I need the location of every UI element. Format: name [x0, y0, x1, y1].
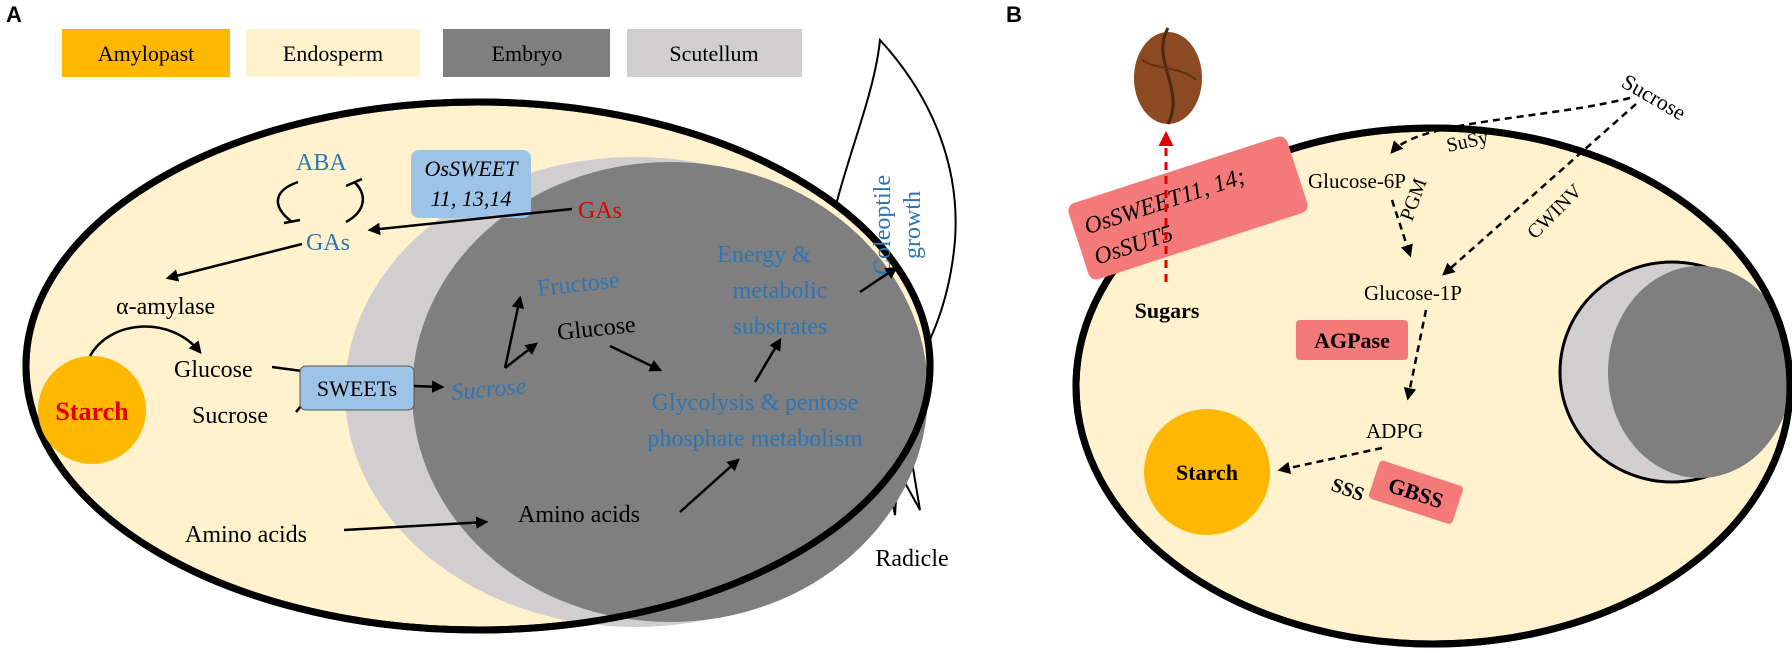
energy-label-line3: substrates — [733, 314, 828, 340]
embryo — [412, 162, 928, 622]
legend-swatch-embryo — [443, 29, 610, 77]
starch-granule-b — [1144, 409, 1270, 535]
adpg-to-starch-arrow — [1277, 446, 1383, 475]
coleoptile-label-line1: Coleoptile — [870, 175, 896, 275]
agpase-label: AGPase — [1314, 328, 1390, 353]
glucose-left-label: Glucose — [174, 357, 253, 383]
sweets-label: SWEETs — [317, 376, 397, 401]
coleoptile-label-group: Coleoptile growth — [870, 175, 926, 275]
starch-to-glucose-arrow — [88, 325, 202, 357]
sweets-to-sucrose-arrow — [413, 380, 445, 393]
amino-acids-embryo-label: Amino acids — [518, 502, 640, 528]
aba-inhibits-gas-line — [276, 180, 299, 223]
gas-transport-arrow — [367, 207, 573, 236]
glucose-to-sweets-line — [271, 365, 303, 373]
ossweet-box — [411, 150, 531, 218]
starch-label-b: Starch — [1176, 460, 1238, 485]
legend-label-endosperm: Endosperm — [283, 41, 383, 66]
sucrose-to-glucose-arrow — [504, 342, 538, 369]
legend-swatch-amyloplast — [62, 29, 230, 77]
glycolysis-label-line2: phosphate metabolism — [647, 426, 863, 452]
sucrose-left-label: Sucrose — [192, 403, 268, 429]
glucose-to-glycolysis-arrow — [609, 344, 663, 372]
seed-outline — [22, 98, 934, 634]
legend-label-scutellum: Scutellum — [669, 41, 758, 66]
coleoptile-label-line2: growth — [900, 191, 926, 259]
gas-to-amylase-arrow — [165, 242, 303, 282]
gas-right-label: GAs — [578, 198, 622, 224]
energy-to-coleoptile-arrow — [859, 266, 899, 294]
transporter-box — [1068, 136, 1308, 280]
sugars-label: Sugars — [1135, 298, 1200, 323]
seed-image — [1134, 27, 1202, 125]
legend-swatch-endosperm — [246, 29, 420, 77]
panel-a: A Amylopast Endosperm Embryo Scutellum C… — [6, 2, 957, 634]
radicle-label: Radicle — [875, 546, 948, 572]
aba-label: ABA — [296, 150, 347, 176]
inhibit-bar-2 — [345, 177, 363, 188]
adpg-label: ADPG — [1366, 419, 1423, 443]
legend-swatch-scutellum — [627, 29, 802, 77]
sucrose-to-g6p-arrow — [1390, 96, 1631, 154]
gbss-box-group: GBSS — [1368, 460, 1463, 524]
grain-embryo — [1608, 266, 1792, 478]
starch-label-a: Starch — [55, 397, 129, 426]
glycolysis-to-energy-arrow — [753, 337, 782, 383]
seed-shell-crease — [1141, 59, 1197, 81]
glycolysis-label-line1: Glycolysis & pentose — [652, 390, 859, 416]
ossweet-label-line2: 11, 13,14 — [431, 186, 512, 211]
inhibit-bar-1 — [283, 218, 301, 225]
g6p-to-g1p-arrow — [1390, 199, 1413, 258]
amino-acids-left-label: Amino acids — [185, 522, 307, 548]
sucrose-b-label: Sucrose — [1618, 69, 1691, 125]
panel-b-label: B — [1006, 2, 1022, 27]
sweets-box — [299, 365, 415, 411]
g1p-to-adpg-arrow — [1403, 309, 1428, 401]
amino-acids-import-arrow — [343, 516, 489, 532]
legend-label-embryo: Embryo — [492, 41, 563, 66]
sucrose-to-fructose-arrow — [503, 295, 525, 369]
sucrose-to-g1p-arrow — [1442, 103, 1637, 276]
grain-outline — [1072, 124, 1792, 648]
panel-a-label: A — [6, 2, 22, 27]
ossweet-label-line1: OsSWEET — [425, 156, 520, 181]
starch-granule-a — [38, 356, 146, 464]
gbss-box — [1368, 460, 1463, 524]
energy-label-line2: metabolic — [733, 278, 828, 304]
glucose-1p-label: Glucose-1P — [1364, 281, 1462, 305]
gas-inhibits-aba-line — [345, 181, 364, 224]
alpha-amylase-label: α-amylase — [116, 294, 215, 320]
legend-label-amyloplast: Amylopast — [98, 41, 195, 66]
amino-acids-to-glycolysis-arrow — [679, 458, 740, 513]
energy-label-line1: Energy & — [717, 242, 811, 268]
panel-b: B OsSWEET11, 14; OsSUT5 Sugars Sucrose S… — [1006, 2, 1792, 648]
agpase-box — [1296, 320, 1408, 360]
glucose-6p-label: Glucose-6P — [1308, 169, 1406, 193]
seed-shell-ridge — [1161, 27, 1175, 125]
gas-left-label: GAs — [306, 230, 350, 256]
legend: Amylopast Endosperm Embryo Scutellum — [62, 29, 802, 77]
